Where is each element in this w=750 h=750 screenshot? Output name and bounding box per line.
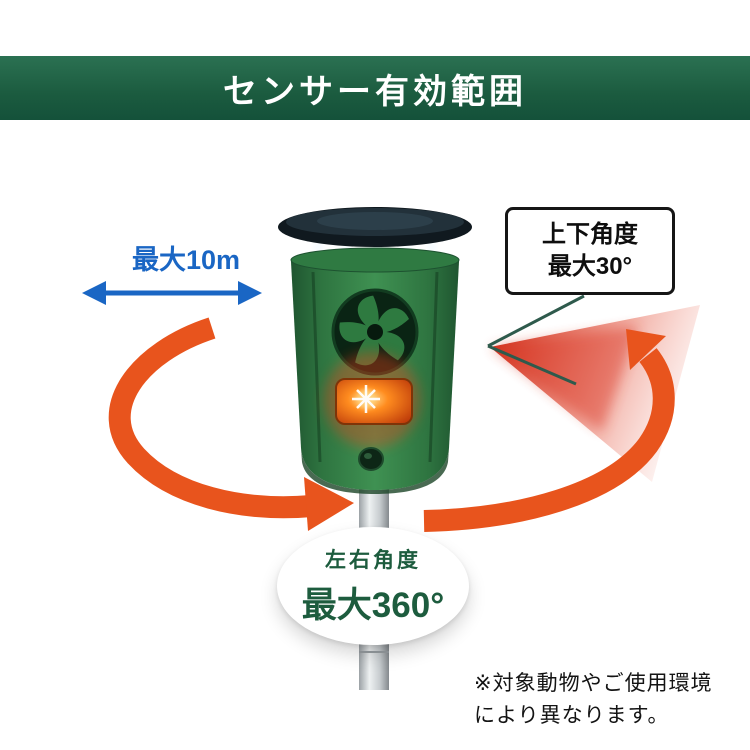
disclaimer-line2: により異なります。	[474, 703, 670, 727]
max-range-label: 最大10m	[131, 245, 241, 275]
solar-panel	[278, 207, 472, 247]
vertical-angle-line2: 最大30°	[547, 253, 633, 281]
header-banner: センサー有効範囲	[0, 56, 750, 120]
vertical-angle-line1: 上下角度	[542, 221, 638, 248]
pir-sensor	[358, 447, 384, 471]
strobe-lens	[324, 352, 420, 448]
solar-animal-repeller-illustration	[278, 207, 472, 690]
horizontal-angle-line2: 最大360°	[301, 586, 445, 625]
disclaimer-line1: ※対象動物やご使用環境	[474, 672, 713, 695]
horizontal-angle-line1: 左右角度	[325, 549, 421, 572]
double-horizontal-arrow-icon	[82, 281, 262, 305]
page-title: センサー有効範囲	[223, 72, 527, 111]
rotation-arc-left-icon	[108, 317, 354, 531]
horizontal-angle-badge: 左右角度 最大360°	[277, 527, 469, 645]
rotation-arc-right-icon	[423, 329, 675, 532]
disclaimer-note: ※対象動物やご使用環境 により異なります。	[474, 668, 713, 731]
vertical-angle-callout: 上下角度 最大30°	[505, 207, 675, 295]
